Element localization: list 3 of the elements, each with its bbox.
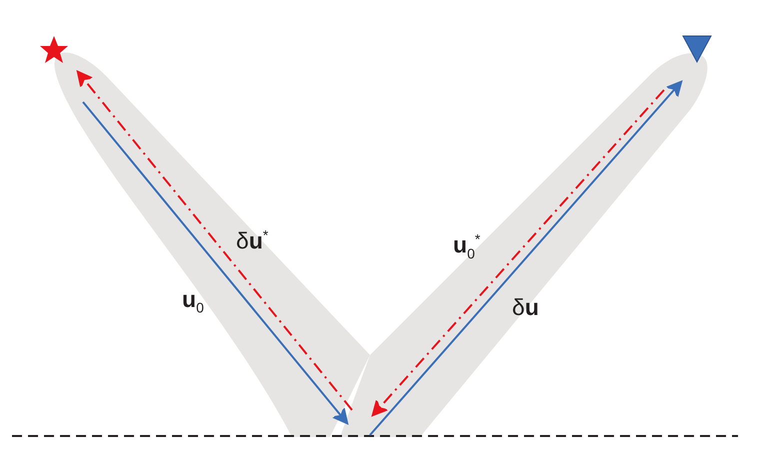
math-label: δu$^{*}$ [236, 228, 268, 253]
math-label: u$_{0}$ [182, 288, 204, 315]
math-label: δu [512, 296, 539, 319]
